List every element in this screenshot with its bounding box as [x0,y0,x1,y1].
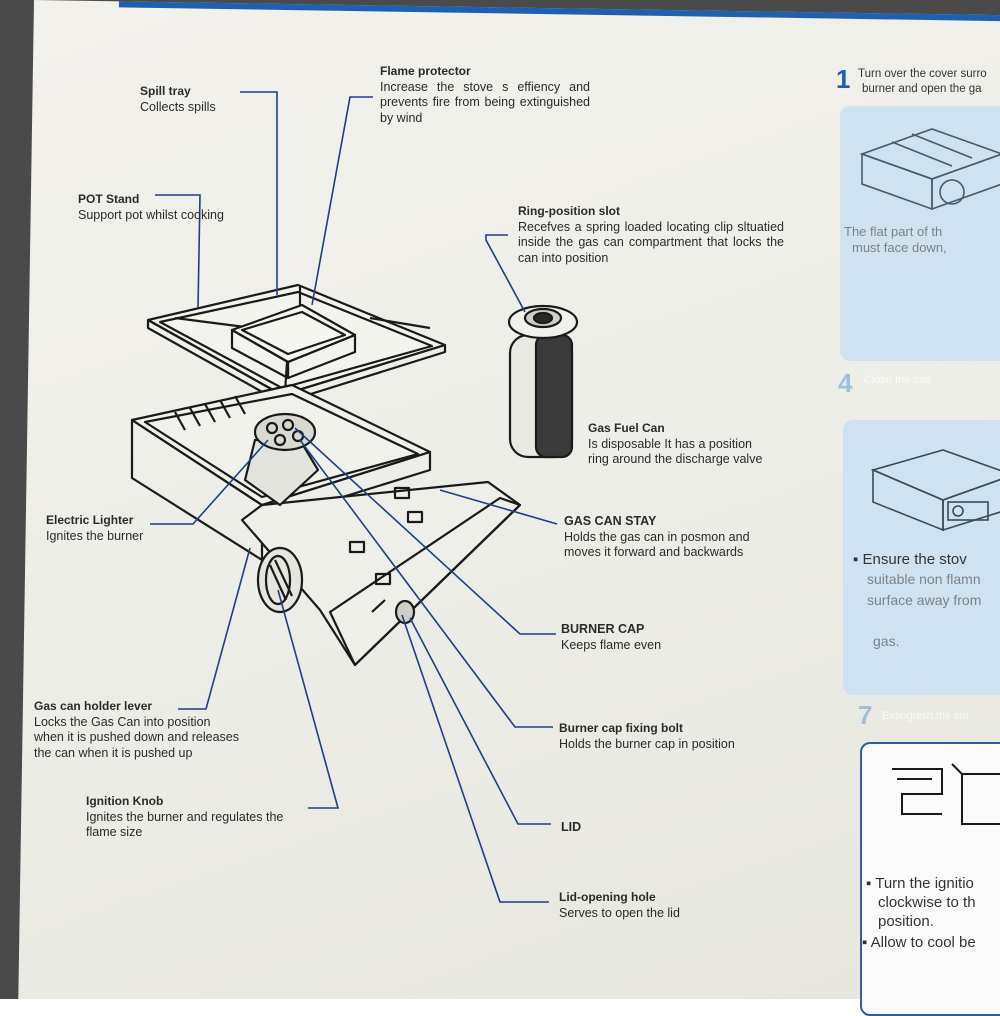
pot-stand-desc: Support pot whilst cooking [78,207,224,222]
flame-protector-drawing [230,303,357,380]
gas-fuel-can-desc-1: Is disposable It has a position [588,436,752,451]
leader-spill-tray [240,91,278,295]
leader-pot-stand [155,194,201,309]
label-lid: LID [561,820,581,836]
leader-gas-can-stay [439,489,558,525]
panel-1-text-line-2: must face down, [852,240,947,255]
step-7-text: Extinguish the sto [882,710,969,722]
ignition-knob-desc-1: Ignites the burner and regulates the [86,809,284,824]
spill-tray-title: Spill tray [140,84,191,98]
step-1-illustration [859,128,1000,211]
label-burner-cap-fixing-bolt: Burner cap fixing bolt Holds the burner … [559,721,735,752]
panel-4-bullet-line-4: gas. [873,633,900,649]
gas-can-drawing [507,304,579,459]
ignition-knob-desc-2: flame size [86,825,143,839]
gas-can-stay-desc-2: moves it forward and backwards [564,545,744,559]
gas-can-holder-lever-title: Gas can holder lever [34,699,153,713]
burner-cap-fixing-bolt-title: Burner cap fixing bolt [559,721,684,735]
stove-base-drawing [130,383,522,667]
leader-burner-cap-fixing-bolt [299,439,553,728]
label-flame-protector: Flame protector Increase the stove s eff… [380,64,590,126]
panel-4-bullet-1: ▪ Ensure the stov [853,551,967,568]
label-pot-stand: POT Stand Support pot whilst cooking [78,192,224,223]
gas-can-stay-title: GAS CAN STAY [564,514,657,528]
leader-electric-lighter [150,439,269,525]
label-electric-lighter: Electric Lighter Ignites the burner [46,513,143,544]
leader-ignition-knob [277,589,340,809]
step-4-number: 4 [838,368,853,398]
label-lid-opening-hole: Lid-opening hole Serves to open the lid [559,890,680,921]
panel-7-bullet-2-text: Allow to cool be [870,934,976,951]
ignition-knob-title: Ignition Knob [86,794,164,808]
electric-lighter-desc: Ignites the burner [46,528,144,543]
leader-burner-cap [294,427,556,635]
electric-lighter-title: Electric Lighter [46,513,134,527]
panel-4-bullet-1-text: Ensure the stov [862,551,967,568]
step-1-panel: The flat part of th must face down, [840,106,1000,361]
gas-can-holder-lever-desc-2: when it is pushed down and releases [34,730,239,744]
ring-slot-title: Ring-position slot [518,204,620,218]
step-1-text-line-2: burner and open the ga [862,83,982,95]
step-4-illustration [870,449,1000,532]
label-gas-can-holder-lever: Gas can holder lever Locks the Gas Can i… [34,699,239,761]
gas-fuel-can-title: Gas Fuel Can [588,421,665,435]
panel-1-text-line-1: The flat part of th [844,224,943,239]
burner-cap-title: BURNER CAP [561,622,645,636]
pot-stand-title: POT Stand [78,192,140,206]
label-ignition-knob: Ignition Knob Ignites the burner and reg… [86,794,283,841]
step-7-panel: ▪ Turn the ignitio clockwise to th posit… [860,742,1000,1016]
leader-gas-can-holder-lever [178,547,251,710]
gas-can-stay-desc-1: Holds the gas can in posmon and [564,529,750,544]
panel-7-bullet-1: ▪ Turn the ignitio [866,875,974,892]
step-4-panel: ▪ Ensure the stov suitable non flamn sur… [843,420,1000,695]
panel-7-bullet-1-text: Turn the ignitio [875,875,974,892]
panel-7-bullet-line-2: clockwise to th [878,894,976,911]
gas-fuel-can-desc-2: ring around the discharge valve [588,452,763,466]
flame-protector-desc: Increase the stove s effiency and preven… [380,79,590,125]
step-7-number: 7 [858,700,873,730]
burner-cap-desc: Keeps flame even [561,637,662,652]
panel-4-bullet-line-2: suitable non flamn [867,571,981,587]
step-1-number: 1 [836,64,851,94]
panel-7-bullet-2: ▪ Allow to cool be [862,934,976,951]
lid-title: LID [561,820,582,834]
label-gas-fuel-can: Gas Fuel Can Is disposable It has a posi… [588,421,762,468]
panel-4-bullet-line-3: surface away from [867,592,982,608]
gas-can-holder-lever-desc-1: Locks the Gas Can into position [34,714,211,729]
step-4-text: Close the cas [864,374,931,386]
label-spill-tray: Spill tray Collects spills [140,84,216,115]
gas-can-holder-lever-desc-3: the can when it is pushed up [34,745,193,760]
burner-cap-fixing-bolt-desc: Holds the burner cap in position [559,736,735,751]
flame-protector-title: Flame protector [380,64,471,78]
leader-lid-opening-hole [401,614,549,903]
step-7-illustration [892,763,1000,825]
label-burner-cap: BURNER CAP Keeps flame even [561,622,661,653]
leader-lid [409,617,551,825]
label-ring-position-slot: Ring-position slot Recefves a spring loa… [518,204,784,266]
step-1-text-line-1: Turn over the cover surro [858,68,987,80]
ring-slot-desc: Recefves a spring loaded locating clip s… [518,219,784,265]
leader-flame-protector [311,96,373,306]
leader-ring-slot [485,234,526,313]
lid-opening-hole-desc: Serves to open the lid [559,905,680,920]
panel-7-bullet-line-3: position. [878,913,934,930]
label-gas-can-stay: GAS CAN STAY Holds the gas can in posmon… [564,514,750,561]
spill-tray-desc: Collects spills [140,99,216,114]
lid-opening-hole-title: Lid-opening hole [559,890,656,904]
